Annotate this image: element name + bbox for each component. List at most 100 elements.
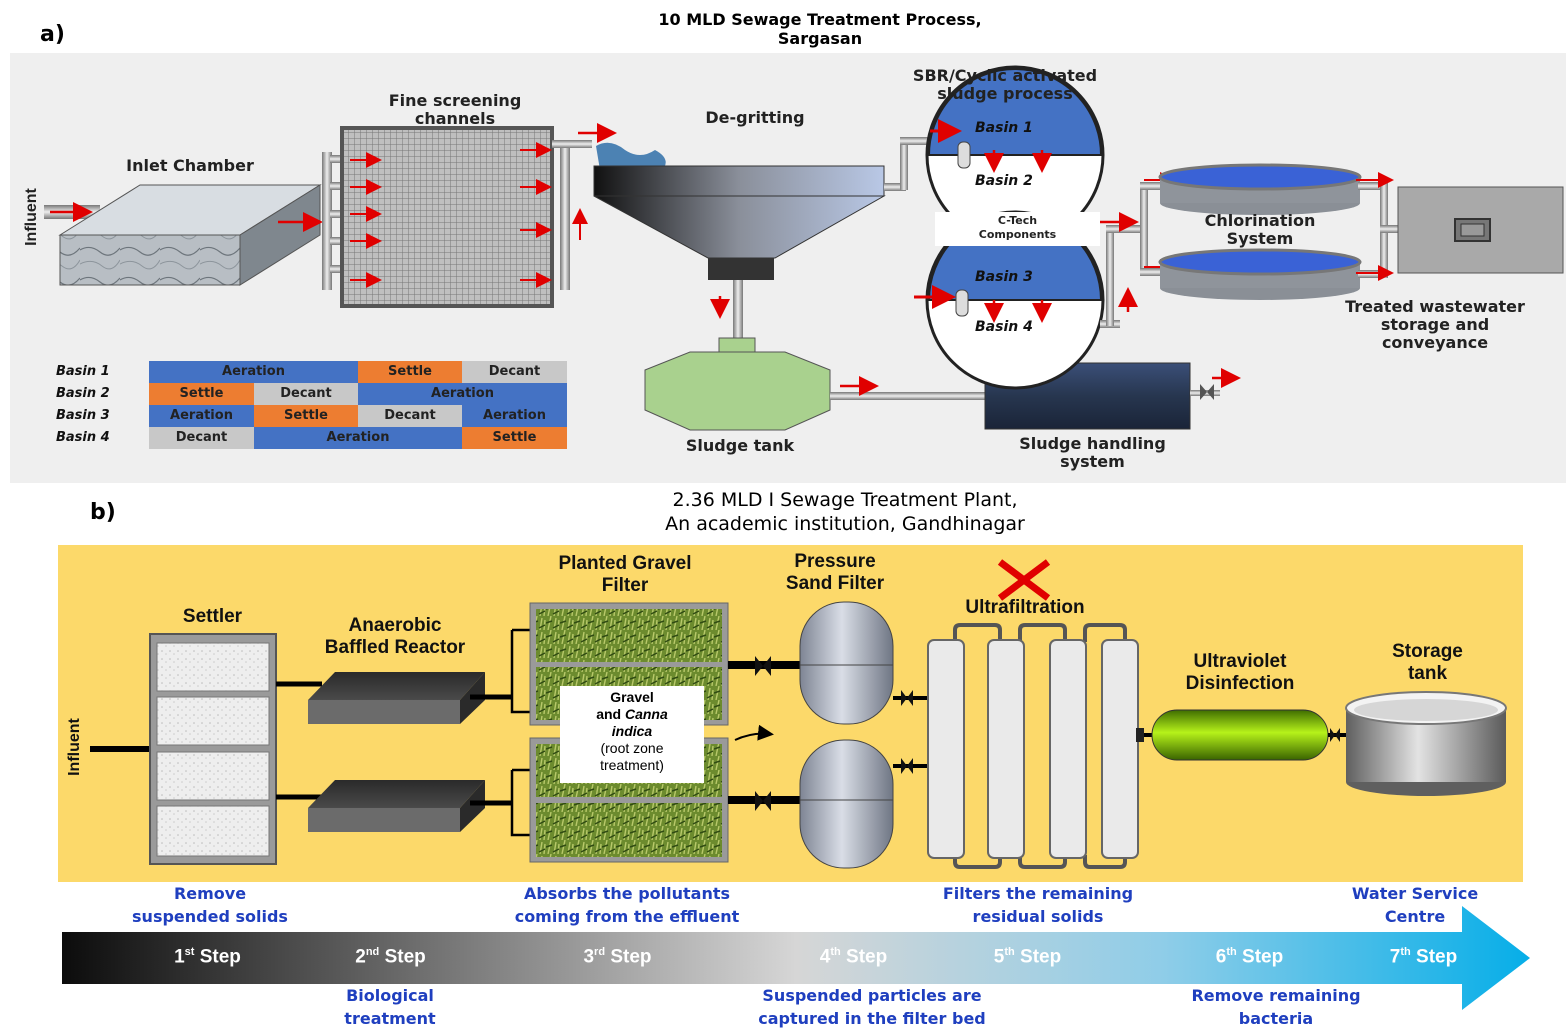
ultrafiltration-modules (927, 623, 1139, 869)
step-word: Step (610, 946, 652, 968)
chlorination-line1: Chlorination (1204, 211, 1316, 230)
storage-line1: Storage (1392, 641, 1463, 662)
treated-water-label: Treated wastewater storage and conveyanc… (1300, 298, 1568, 352)
note-line: Water Service (1351, 884, 1479, 903)
storage-tank (1345, 691, 1507, 796)
phase-settle: Settle (254, 405, 358, 427)
ctech-line2: Components (978, 228, 1057, 241)
step-5-label: 5th Step (950, 946, 1105, 968)
step-4-label: 4th Step (776, 946, 931, 968)
step-suffix: th (1226, 946, 1237, 958)
step-number: 2 (355, 946, 366, 968)
step-word: Step (1416, 946, 1458, 968)
water-splash (596, 142, 666, 170)
pressure-sand-filter-label: Pressure Sand Filter (760, 551, 910, 595)
gravel-canna-callout: Gravel and Canna indica (root zone treat… (560, 686, 704, 783)
gravel-line1: Gravel (610, 689, 654, 705)
step-note-top: Remove suspended solids (90, 882, 330, 928)
sludge-tank (644, 337, 831, 431)
step-number: 1 (174, 946, 185, 968)
phase-decant: Decant (462, 361, 567, 383)
note-line: Suspended particles are (762, 986, 982, 1005)
note-line: Remove (173, 884, 247, 903)
step-number: 4 (819, 946, 831, 968)
step-note-bottom: Suspended particles are captured in the … (722, 984, 1022, 1030)
valve-icon (901, 758, 913, 774)
influent-text-b: Influent (66, 718, 83, 776)
note-line: Centre (1384, 907, 1446, 926)
schedule-row-label: Basin 3 (56, 408, 110, 423)
abr-line2: Baffled Reactor (324, 637, 466, 658)
note-line: Biological (346, 986, 434, 1005)
step-3-label: 3rd Step (540, 946, 695, 968)
step-number: 6 (1215, 946, 1227, 968)
treated-line3: conveyance (1381, 333, 1489, 352)
gravel-line5: treatment) (600, 757, 664, 773)
note-line: suspended solids (132, 907, 288, 926)
chlorination-line2: System (1226, 229, 1294, 248)
screen-inlet-manifold (322, 152, 332, 290)
note-line: coming from the effluent (514, 907, 740, 926)
note-line: Remove remaining (1191, 986, 1361, 1005)
abr-line1: Anaerobic (348, 615, 442, 636)
phase-aeration: Aeration (462, 405, 567, 427)
phase-aeration: Aeration (358, 383, 567, 405)
disabled-x-icon (997, 559, 1051, 601)
step-word: Step (199, 946, 241, 968)
step-number: 5 (993, 946, 1005, 968)
sbr-line1: SBR/Cyclic activated (912, 66, 1098, 85)
inlet-chamber-box (58, 184, 322, 286)
sludge-handling-line1: Sludge handling (1019, 434, 1166, 453)
settler (149, 633, 277, 865)
steps-arrow (62, 906, 1530, 1010)
step-6-label: 6th Step (1172, 946, 1327, 968)
phase-aeration: Aeration (254, 427, 462, 449)
treated-line1: Treated wastewater (1345, 297, 1525, 316)
uv-line1: Ultraviolet (1193, 651, 1287, 672)
uv-disinfection-unit (1151, 709, 1329, 761)
phase-settle: Settle (462, 427, 567, 449)
phase-aeration: Aeration (149, 361, 358, 383)
gravel-line2a: and (596, 706, 625, 722)
pressure-sand-filter-top (799, 601, 894, 725)
chlorination-tanks (1158, 163, 1362, 300)
sludge-handling-line2: system (1060, 452, 1125, 471)
phase-settle: Settle (149, 383, 254, 405)
schedule-row-label: Basin 4 (56, 430, 110, 445)
sludge-tank-label: Sludge tank (685, 436, 795, 455)
phase-decant: Decant (358, 405, 462, 427)
panel-b-influent-label: Influent (60, 718, 90, 780)
sbr-basin-1-2 (925, 65, 1105, 245)
step-word: Step (1020, 946, 1062, 968)
step-suffix: th (1400, 946, 1411, 958)
note-line: Filters the remaining (942, 884, 1134, 903)
schedule-row-label: Basin 2 (56, 386, 110, 401)
step-word: Step (846, 946, 888, 968)
basin-3-label: Basin 3 (975, 269, 1033, 285)
step-suffix: th (1004, 946, 1015, 958)
fine-screening-line2: channels (414, 109, 496, 128)
ultrafiltration-label: Ultrafiltration (965, 597, 1085, 618)
schedule-row-label: Basin 1 (56, 364, 110, 379)
degritting-label: De-gritting (705, 108, 805, 127)
step-note-top: Absorbs the pollutants coming from the e… (482, 882, 772, 928)
abr-label: Anaerobic Baffled Reactor (295, 615, 495, 659)
phase-decant: Decant (149, 427, 254, 449)
fine-screening-line1: Fine screening (388, 91, 522, 110)
gravel-line4: (root zone (600, 740, 664, 756)
step-note-top: Water Service Centre (1330, 882, 1500, 928)
chlorination-label: Chlorination System (1160, 212, 1360, 248)
uv-line2: Disinfection (1185, 673, 1295, 694)
psf-line2: Sand Filter (785, 573, 885, 594)
note-line: captured in the filter bed (758, 1009, 986, 1028)
gravel-line2b: Canna (624, 706, 668, 722)
panel-b-diagram (90, 559, 1507, 869)
phase-aeration: Aeration (149, 405, 254, 427)
gravel-line3: indica (611, 723, 653, 739)
ctech-line1: C-Tech (997, 214, 1038, 227)
valve-icon (901, 690, 913, 706)
step-suffix: rd (594, 946, 606, 958)
step-note-bottom: Biological treatment (290, 984, 490, 1030)
panel-b-title: 2.36 MLD I Sewage Treatment Plant, An ac… (520, 488, 1170, 536)
basin-1-label: Basin 1 (975, 120, 1033, 136)
